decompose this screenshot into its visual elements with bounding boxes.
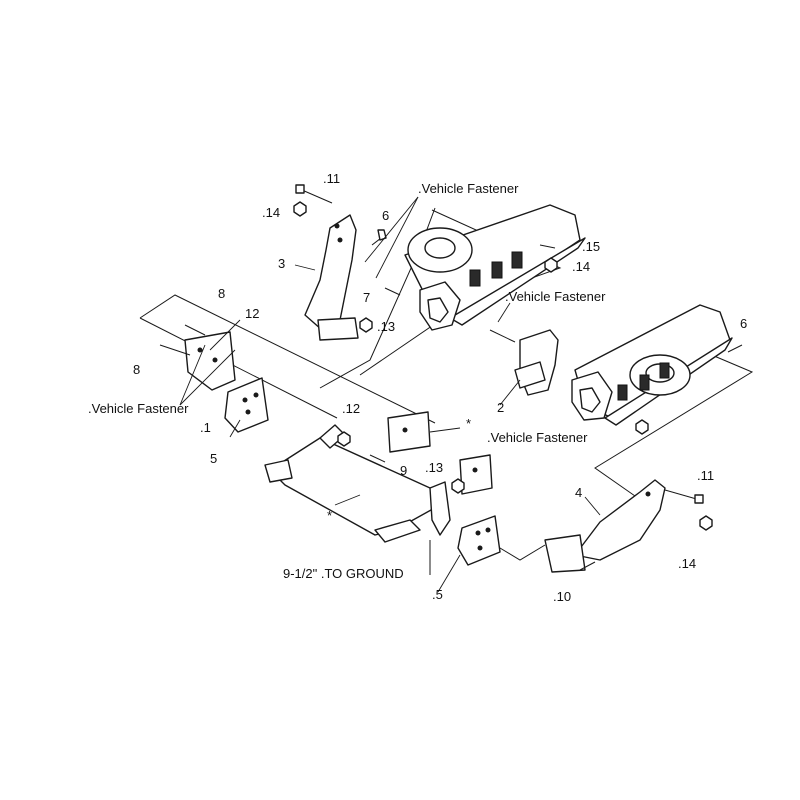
label-item-5-bottom: .5 <box>432 587 443 602</box>
label-item-8-left: 8 <box>133 362 140 377</box>
callout-labels: .11 .14 6 .Vehicle Fastener 3 .15 .14 7 … <box>88 171 747 604</box>
mount-bracket-2 <box>514 329 559 396</box>
mount-bracket-4 <box>544 479 666 573</box>
label-ground-clearance: 9-1/2" .TO GROUND <box>283 566 404 581</box>
vertical-brackets <box>387 411 493 495</box>
label-item-4: 4 <box>575 485 582 500</box>
leader-lines <box>179 196 601 593</box>
label-vehicle-fastener-right: .Vehicle Fastener <box>505 289 606 304</box>
label-item-13-mid: .13 <box>425 460 443 475</box>
label-item-5-left: 5 <box>210 451 217 466</box>
label-item-8-top: 8 <box>218 286 225 301</box>
label-item-6-top: 6 <box>382 208 389 223</box>
label-item-14-mid: .14 <box>572 259 590 274</box>
label-asterisk-right: * <box>466 416 471 431</box>
crossbar <box>264 424 451 543</box>
mount-bracket-3 <box>304 214 359 341</box>
label-item-12-mid: .12 <box>342 401 360 416</box>
label-item-13-top: .13 <box>377 319 395 334</box>
label-item-7: 7 <box>363 290 370 305</box>
adapter-plate-5-bottom <box>457 515 501 566</box>
adapter-plate-5-left <box>224 377 269 433</box>
label-item-12-left: 12 <box>245 306 259 321</box>
label-item-11-top: .11 <box>323 171 340 186</box>
label-item-3: 3 <box>278 256 285 271</box>
fasteners <box>159 184 743 571</box>
label-vehicle-fastener-left: .Vehicle Fastener <box>88 401 189 416</box>
label-item-6-right: 6 <box>740 316 747 331</box>
label-item-9: 9 <box>400 463 407 478</box>
label-asterisk-left: * <box>327 508 332 523</box>
label-item-2: 2 <box>497 400 504 415</box>
label-item-14-right: .14 <box>678 556 696 571</box>
label-vehicle-fastener-lower: .Vehicle Fastener <box>487 430 588 445</box>
label-item-1: .1 <box>200 420 211 435</box>
label-item-15: .15 <box>582 239 600 254</box>
label-item-11-right: .11 <box>697 468 714 483</box>
right-frame-rail <box>571 304 733 426</box>
label-item-10: .10 <box>553 589 571 604</box>
tab-plate-1 <box>184 331 236 391</box>
label-item-14-top: .14 <box>262 205 280 220</box>
label-vehicle-fastener-top: .Vehicle Fastener <box>418 181 519 196</box>
